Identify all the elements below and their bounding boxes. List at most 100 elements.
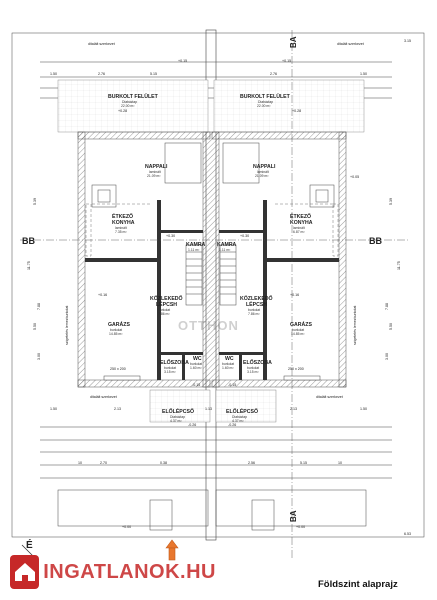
porch-right (215, 389, 277, 423)
svg-text:burkolat: burkolat (164, 366, 176, 370)
site-label-top-left: ditalált szerkezet (88, 42, 115, 46)
room-hall-left: KÖZLEKEDŐ LÉPCSH burkolat 7.86 m² (150, 295, 183, 316)
level-entry-left: -0.15 (192, 383, 200, 387)
svg-text:22.00 m²: 22.00 m² (121, 104, 135, 108)
svg-text:burkolat: burkolat (222, 362, 234, 366)
svg-text:KÖZLEKEDŐ: KÖZLEKEDŐ (240, 295, 273, 302)
room-living-right: NAPPALI laminált 21.09 m² (253, 164, 276, 178)
svg-text:WC: WC (193, 356, 202, 362)
level-porch-right: -0.26 (228, 423, 236, 427)
svg-text:burkolat: burkolat (158, 308, 170, 312)
level-entry-right: -0.15 (228, 383, 236, 387)
dim-right-1: 5.39 (389, 198, 393, 205)
svg-text:22.00 m²: 22.00 m² (257, 104, 271, 108)
section-mark-left: BB (22, 236, 35, 246)
dim-bottom-total: 6.53 (404, 532, 411, 536)
dim-bottom2-3: 0.38 (160, 461, 167, 465)
svg-text:ELŐLÉPCSŐ: ELŐLÉPCSŐ (226, 407, 258, 415)
svg-text:LÉPCSH: LÉPCSH (156, 300, 177, 308)
dim-top-5: 1.50 (360, 72, 367, 76)
dim-top-4: 2.76 (270, 72, 277, 76)
garage-door-dim-right: 250 x 200 (288, 367, 304, 371)
dim-right-3: 7.88 (385, 303, 389, 310)
north-arrow-icon: É (21, 538, 179, 561)
dim-bottom-2: 2.13 (114, 407, 121, 411)
svg-text:KAMRA: KAMRA (186, 242, 206, 248)
dim-left-1: 5.39 (33, 198, 37, 205)
svg-text:LÉPCSH: LÉPCSH (246, 300, 267, 308)
level-porch-left: -0.26 (188, 423, 196, 427)
svg-text:1.11 m²: 1.11 m² (188, 248, 200, 252)
room-kitchen-left: ÉTKEZŐ KONYHA laminált 7.35 m² (112, 212, 135, 234)
level-terrace-left: +0.28 (118, 109, 127, 113)
dim-right-5: 3.00 (385, 353, 389, 360)
svg-text:21.09 m²: 21.09 m² (255, 174, 269, 178)
dim-bottom2-4: 5.15 (300, 461, 307, 465)
dim-top-1: 1.50 (50, 72, 57, 76)
svg-text:Diabázlap: Diabázlap (232, 415, 247, 419)
room-living-left: NAPPALI laminált 21.09 m² (145, 164, 168, 178)
garage-door-dim-left: 250 x 200 (110, 367, 126, 371)
dim-top-3: 5.15 (150, 72, 157, 76)
dim-bottom-5: 1.50 (360, 407, 367, 411)
room-wc-left: WC burkolat 1.60 m² (190, 356, 202, 370)
svg-text:burkolat: burkolat (110, 328, 122, 332)
svg-text:GARÁZS: GARÁZS (108, 321, 130, 328)
svg-text:NAPPALI: NAPPALI (145, 164, 168, 170)
svg-text:KAMRA: KAMRA (217, 242, 237, 248)
svg-text:3.15 m²: 3.15 m² (247, 370, 259, 374)
room-garage-left: GARÁZS burkolat 14.85 m² (108, 321, 130, 336)
svg-text:Diabázlap: Diabázlap (170, 415, 185, 419)
staircase-left (185, 244, 203, 306)
svg-text:laminált: laminált (293, 226, 305, 230)
dim-right-2: 11.75 (397, 261, 401, 270)
svg-text:GARÁZS: GARÁZS (290, 321, 312, 328)
svg-text:BURKOLT FELÜLET: BURKOLT FELÜLET (240, 93, 291, 100)
svg-text:7.86 m²: 7.86 m² (158, 312, 170, 316)
dim-bottom2-1: 10 (78, 461, 82, 465)
dim-top-2: 2.76 (98, 72, 105, 76)
site-label-top-right: ditalált szerkezet (337, 42, 364, 46)
kitchen-counters (85, 203, 339, 257)
level-pantry-left: +0.30 (166, 234, 175, 238)
svg-text:3.15 m²: 3.15 m² (164, 370, 176, 374)
svg-text:ELŐSZOBA: ELŐSZOBA (243, 359, 272, 366)
site-label-bottom-left: ditalált szerkezet (90, 395, 117, 399)
outer-walls (77, 131, 347, 388)
svg-text:14.85 m²: 14.85 m² (109, 332, 123, 336)
sheet-title: Földszint alaprajz (318, 579, 398, 590)
room-wc-right: WC burkolat 1.60 m² (222, 356, 234, 370)
sheet-border (11, 32, 425, 538)
svg-text:ELŐLÉPCSŐ: ELŐLÉPCSŐ (162, 407, 194, 415)
level-garage-right: +0.16 (290, 293, 299, 297)
svg-text:1.11 m²: 1.11 m² (219, 248, 231, 252)
level-pantry-right: +0.30 (240, 234, 249, 238)
svg-text:Diabázlap: Diabázlap (122, 100, 137, 104)
brand-name: INGATLANOK.HU (43, 560, 216, 583)
svg-text:burkolat: burkolat (247, 366, 259, 370)
dim-left-5: 3.00 (37, 353, 41, 360)
level-top-left: +0.15 (178, 59, 187, 63)
dim-bottom-4: 2.13 (290, 407, 297, 411)
svg-text:burkolat: burkolat (248, 308, 260, 312)
svg-text:ÉTKEZŐ: ÉTKEZŐ (290, 212, 311, 220)
svg-text:NAPPALI: NAPPALI (253, 164, 276, 170)
room-entry-right: ELŐSZOBA burkolat 3.15 m² (243, 359, 272, 374)
svg-text:KONYHA: KONYHA (290, 220, 313, 226)
svg-text:14.85 m²: 14.85 m² (291, 332, 305, 336)
svg-text:4.37 m²: 4.37 m² (232, 419, 244, 423)
level-garage-left: +0.16 (98, 293, 107, 297)
dim-bottom2-5: 2.56 (248, 461, 255, 465)
center-watermark: OTTHON (178, 318, 239, 333)
section-mark-right: BB (369, 236, 382, 246)
staircase-right (219, 244, 237, 306)
svg-text:laminált: laminált (257, 170, 269, 174)
svg-text:burkolat: burkolat (292, 328, 304, 332)
svg-text:laminált: laminált (115, 226, 127, 230)
svg-text:Diabázlap: Diabázlap (258, 100, 273, 104)
room-hall-right: KÖZLEKEDŐ LÉPCSH burkolat 7.86 m² (240, 295, 273, 316)
svg-text:6.87 m²: 6.87 m² (293, 230, 305, 234)
svg-text:21.09 m²: 21.09 m² (147, 174, 161, 178)
